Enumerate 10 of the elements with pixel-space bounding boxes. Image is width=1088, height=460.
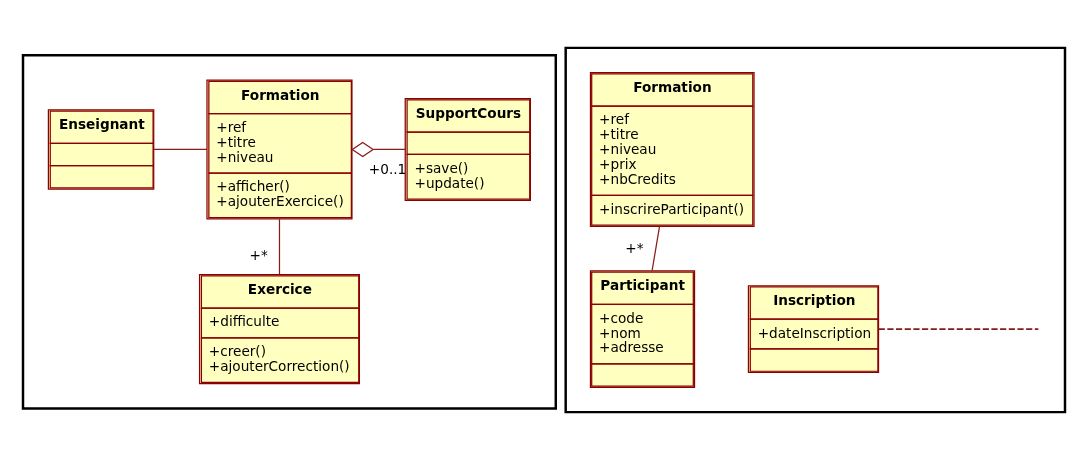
cluster bbox=[564, 46, 1067, 414]
edge-label: +* bbox=[625, 240, 644, 257]
connector bbox=[278, 218, 281, 275]
edge-label: +0..1 bbox=[368, 160, 407, 177]
connector bbox=[651, 225, 661, 272]
connector bbox=[877, 328, 1040, 330]
cluster bbox=[21, 54, 557, 410]
connector bbox=[351, 141, 406, 158]
connector bbox=[153, 148, 208, 151]
edge-label: +* bbox=[249, 247, 268, 264]
